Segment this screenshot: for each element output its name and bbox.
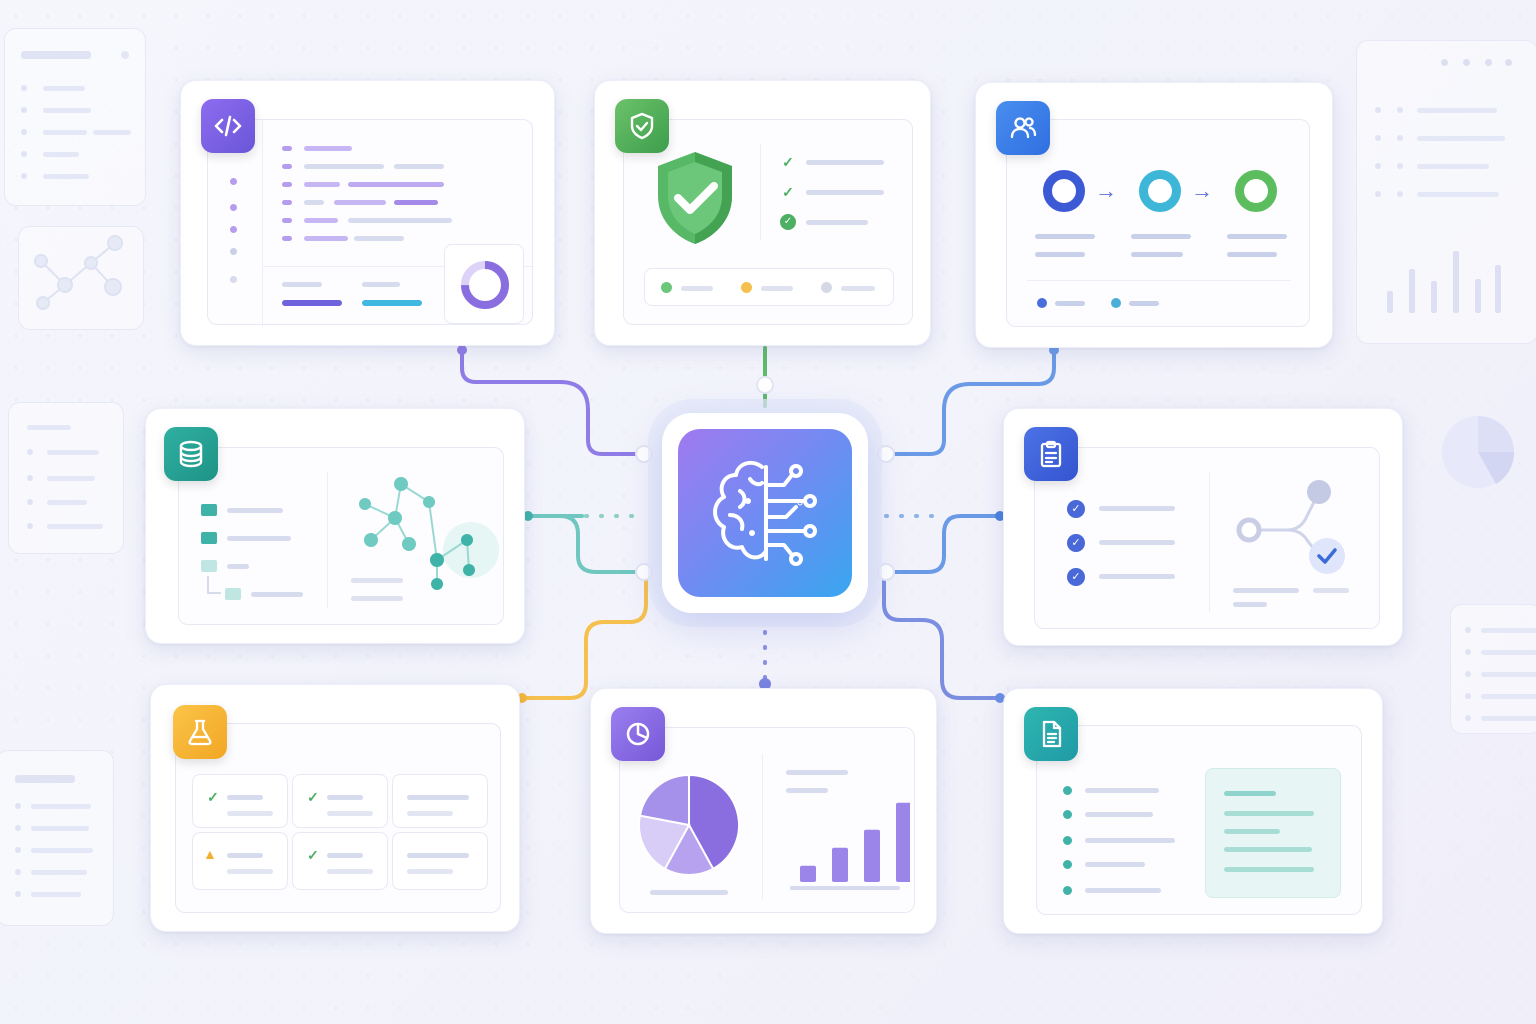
bar [864, 829, 880, 882]
document-preview [1205, 768, 1341, 898]
check-icon: ✓ [782, 154, 794, 170]
tasks-card[interactable]: ✓ ✓ ✓ [1003, 408, 1403, 646]
ai-hub[interactable] [662, 413, 868, 613]
team-workflow-card[interactable]: → → [975, 82, 1333, 348]
data-card[interactable] [145, 408, 525, 644]
analytics-badge [611, 707, 665, 761]
hub-core [678, 429, 852, 597]
warning-icon: ▲ [203, 846, 217, 862]
security-badge [615, 99, 669, 153]
check-icon: ✓ [782, 184, 794, 200]
flask-icon [188, 719, 212, 746]
pie-slice [638, 773, 690, 827]
users-icon [1010, 117, 1037, 139]
code-badge [201, 99, 255, 153]
progress-ring [461, 261, 509, 309]
link-team [884, 348, 1056, 456]
folder-icon [201, 504, 217, 516]
tasks-badge [1024, 427, 1078, 481]
bar [800, 865, 816, 882]
pie-slice [688, 773, 740, 871]
branch-diagram [1236, 480, 1345, 574]
ghost-panel-top-right [1356, 40, 1536, 344]
ghost-panel-right-list [1450, 604, 1536, 734]
testing-card[interactable]: ✓ ✓ ▲ ✓ [150, 684, 520, 932]
database-badge [164, 427, 218, 481]
arrow-icon: → [1095, 178, 1117, 203]
pie-chart-icon [626, 722, 650, 746]
document-badge [1024, 707, 1078, 761]
link-testing [520, 572, 648, 700]
database-icon [179, 440, 203, 468]
ghost-pie [1442, 416, 1515, 488]
bar [896, 802, 910, 882]
network-graph [359, 477, 499, 590]
folder-icon [225, 588, 241, 600]
documents-card[interactable] [1003, 688, 1383, 934]
ghost-panel-bottom-left [0, 750, 114, 926]
check-circle-icon: ✓ [1067, 534, 1085, 552]
arrow-icon: → [1191, 178, 1213, 203]
check-circle-icon: ✓ [1067, 500, 1085, 518]
bar [832, 847, 848, 882]
ghost-panel-top-left [4, 28, 146, 206]
testing-badge [173, 705, 227, 759]
link-code [460, 346, 646, 456]
code-icon [214, 115, 242, 137]
pie-slice [638, 814, 691, 871]
team-badge [996, 101, 1050, 155]
analytics-card[interactable] [590, 688, 937, 934]
folder-icon [201, 560, 217, 572]
code-card[interactable] [180, 80, 555, 346]
pie-chart [638, 773, 740, 876]
check-circle-icon: ✓ [780, 214, 796, 230]
brain-circuit-icon [713, 460, 817, 566]
check-icon: ✓ [307, 847, 319, 863]
folder-icon [201, 532, 217, 544]
link-docs [882, 570, 1002, 700]
link-tasks [884, 514, 1002, 574]
check-icon: ✓ [207, 789, 219, 805]
ghost-panel-left-list [8, 402, 124, 554]
shield-icon [630, 112, 654, 140]
check-circle-icon: ✓ [1067, 568, 1085, 586]
ghost-panel-network [18, 226, 144, 330]
bar-chart [790, 802, 910, 890]
x-axis [790, 886, 900, 890]
link-data [526, 514, 646, 574]
security-card[interactable]: ✓ ✓ ✓ [594, 80, 931, 346]
check-icon: ✓ [307, 789, 319, 805]
document-icon [1042, 720, 1062, 748]
clipboard-icon [1040, 440, 1062, 468]
shield-check-icon [658, 152, 732, 244]
